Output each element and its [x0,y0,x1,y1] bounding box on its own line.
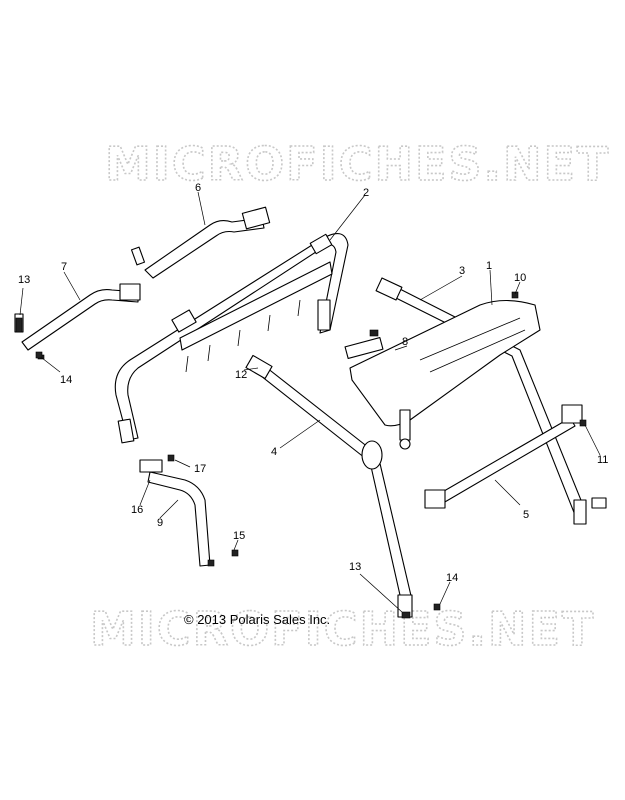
part-1-dash-panel [349,299,541,450]
watermark-top: MICROFICHES.NET [105,137,610,191]
callout-7: 7 [61,261,67,273]
callout-3: 3 [459,265,465,277]
callout-10: 10 [514,272,526,284]
callout-2: 2 [363,187,369,199]
callout-13a: 13 [18,274,30,286]
callout-17: 17 [194,463,206,475]
callout-12: 12 [235,369,247,381]
copyright-text: © 2013 Polaris Sales Inc. [184,612,330,627]
nut-17 [167,454,175,462]
part-2-rear-hoop [114,233,349,444]
callout-1: 1 [486,260,492,272]
part-4-diagonal-tube [245,354,413,618]
part-3-right-frame [375,277,607,525]
nut-14a [35,351,43,359]
callout-4: 4 [271,446,277,458]
watermark-bottom: MICROFICHES.NET [90,602,595,656]
callout-leaders [19,191,601,613]
callout-8: 8 [402,336,408,348]
callout-16: 16 [131,504,143,516]
nut-10 [511,291,519,299]
callout-11: 11 [597,454,608,466]
part-5-crossbar [424,404,583,509]
callout-15: 15 [233,530,245,542]
nut-15 [231,549,239,557]
callout-9: 9 [157,517,163,529]
callout-13b: 13 [349,561,361,573]
part-8-bracket [344,329,384,360]
part-9-bracket [139,459,215,567]
bolt-13a [15,317,23,333]
nut-14b [433,603,441,611]
callout-5: 5 [523,509,529,521]
bolt-13b [401,611,411,619]
callout-6: 6 [195,182,201,194]
callout-14b: 14 [446,572,458,584]
callout-14a: 14 [60,374,72,386]
nut-11 [579,419,587,427]
part-6-upper-bar [130,206,271,279]
